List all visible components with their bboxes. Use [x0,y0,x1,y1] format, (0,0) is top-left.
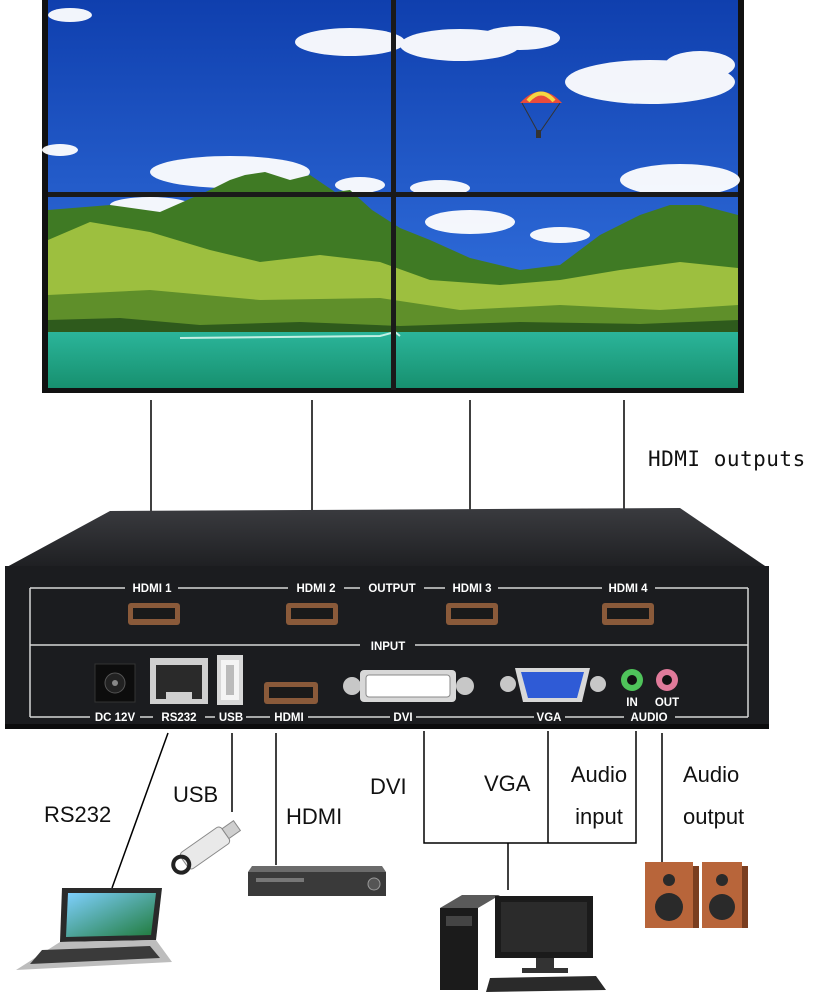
panel-label-hdmi-2: HDMI 2 [297,583,336,595]
video-wall-controller: HDMI 1 HDMI 2 OUTPUT HDMI 3 HDMI 4 INPUT… [5,508,769,729]
panel-label-dvi: DVI [393,712,412,724]
label-hdmi: HDMI [286,804,343,829]
panel-label-usb: USB [219,712,243,724]
panel-label-output: OUTPUT [368,583,415,595]
rs232-port [150,658,208,704]
dc-power-jack [94,663,136,703]
label-dvi: DVI [370,774,407,799]
audio-in-jack [621,669,643,691]
label-audio-input-line2: input [575,804,623,829]
audio-out-jack [656,669,678,691]
label-usb: USB [173,782,219,807]
usb-stick-icon [171,820,242,875]
hdmi-outputs-caption: HDMI outputs [648,447,806,471]
desktop-computer-icon [440,895,606,992]
panel-label-dc: DC 12V [95,712,136,724]
hdmi-input-port [264,682,318,704]
panel-label-audio-in: IN [626,697,638,709]
panel-label-hdmi-4: HDMI 4 [609,583,649,595]
panel-label-hdmi: HDMI [274,712,303,724]
dvi-port [343,670,474,702]
input-connection-lines [111,731,663,890]
label-rs232: RS232 [44,802,112,827]
label-audio-input-line1: Audio [570,762,628,787]
laptop-icon [16,888,172,970]
panel-label-input: INPUT [371,641,406,653]
dvd-player-icon [248,866,386,896]
panel-label-rs232: RS232 [161,712,196,724]
panel-label-hdmi-3: HDMI 3 [453,583,492,595]
parachute-icon [520,91,562,138]
label-audio-output-line2: output [683,804,745,829]
video-wall [42,0,744,393]
vga-port [500,668,606,702]
label-audio-output-line1: Audio [683,762,740,787]
label-vga: VGA [484,771,531,796]
panel-label-audio-out: OUT [655,697,679,709]
hdmi-output-ports [128,603,654,625]
panel-label-audio: AUDIO [630,712,667,724]
panel-label-hdmi-1: HDMI 1 [133,583,173,595]
usb-port [217,655,243,705]
panel-label-vga: VGA [537,712,562,724]
speakers-icon [645,862,748,928]
